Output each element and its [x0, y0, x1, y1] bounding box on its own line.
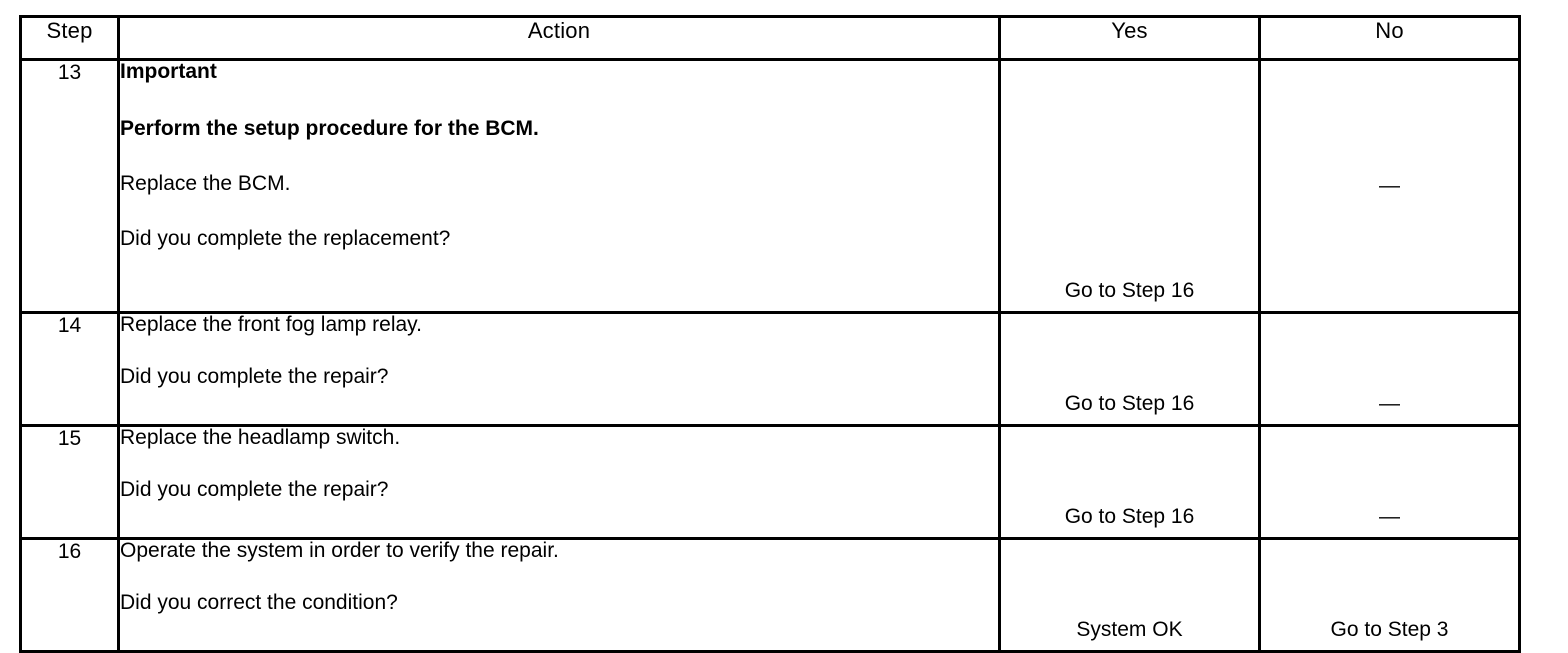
table-row: 16 Operate the system in order to verify… [19, 537, 1521, 653]
table-body: 13 Important Perform the setup procedure… [19, 58, 1521, 653]
yes-result: Go to Step 16 [998, 58, 1261, 314]
action-line: Replace the front fog lamp relay. [120, 313, 422, 336]
action-line: Did you complete the repair? [120, 478, 389, 501]
yes-result: Go to Step 16 [998, 311, 1261, 427]
column-header-action: Action [117, 15, 1001, 61]
action-content: Important Perform the setup procedure fo… [117, 58, 1001, 314]
step-number: 15 [19, 424, 120, 540]
line-spacer [120, 561, 998, 592]
yes-result: System OK [998, 537, 1261, 653]
action-content: Replace the headlamp switch. Did you com… [117, 424, 1001, 540]
line-spacer [120, 82, 998, 118]
action-line: Did you complete the repair? [120, 365, 389, 388]
action-line: Operate the system in order to verify th… [120, 539, 559, 562]
action-line: Did you complete the replacement? [120, 227, 451, 250]
step-number: 14 [19, 311, 120, 427]
no-result: Go to Step 3 [1258, 537, 1521, 653]
table-header: Step Action Yes No [19, 15, 1521, 61]
no-result: — [1258, 311, 1521, 427]
line-spacer [120, 335, 998, 366]
action-line: Important [120, 60, 217, 83]
action-line: Did you correct the condition? [120, 591, 398, 614]
action-line: Perform the setup procedure for the BCM. [120, 117, 539, 140]
step-number: 13 [19, 58, 120, 314]
column-header-yes: Yes [998, 15, 1261, 61]
line-spacer [120, 448, 998, 479]
header-row: Step Action Yes No [19, 15, 1521, 61]
action-line: Replace the BCM. [120, 172, 291, 195]
line-spacer [120, 139, 998, 173]
column-header-no: No [1258, 15, 1521, 61]
no-result: — [1258, 424, 1521, 540]
table-row: 13 Important Perform the setup procedure… [19, 58, 1521, 314]
line-spacer [120, 194, 998, 228]
action-content: Operate the system in order to verify th… [117, 537, 1001, 653]
column-header-step: Step [19, 15, 120, 61]
table-row: 14 Replace the front fog lamp relay. Did… [19, 311, 1521, 427]
no-result: — [1258, 58, 1521, 314]
step-number: 16 [19, 537, 120, 653]
action-content: Replace the front fog lamp relay. Did yo… [117, 311, 1001, 427]
yes-result: Go to Step 16 [998, 424, 1261, 540]
table-row: 15 Replace the headlamp switch. Did you … [19, 424, 1521, 540]
action-line: Replace the headlamp switch. [120, 426, 401, 449]
diagnostic-procedure-table: Step Action Yes No 13 Important Perform … [19, 15, 1521, 653]
